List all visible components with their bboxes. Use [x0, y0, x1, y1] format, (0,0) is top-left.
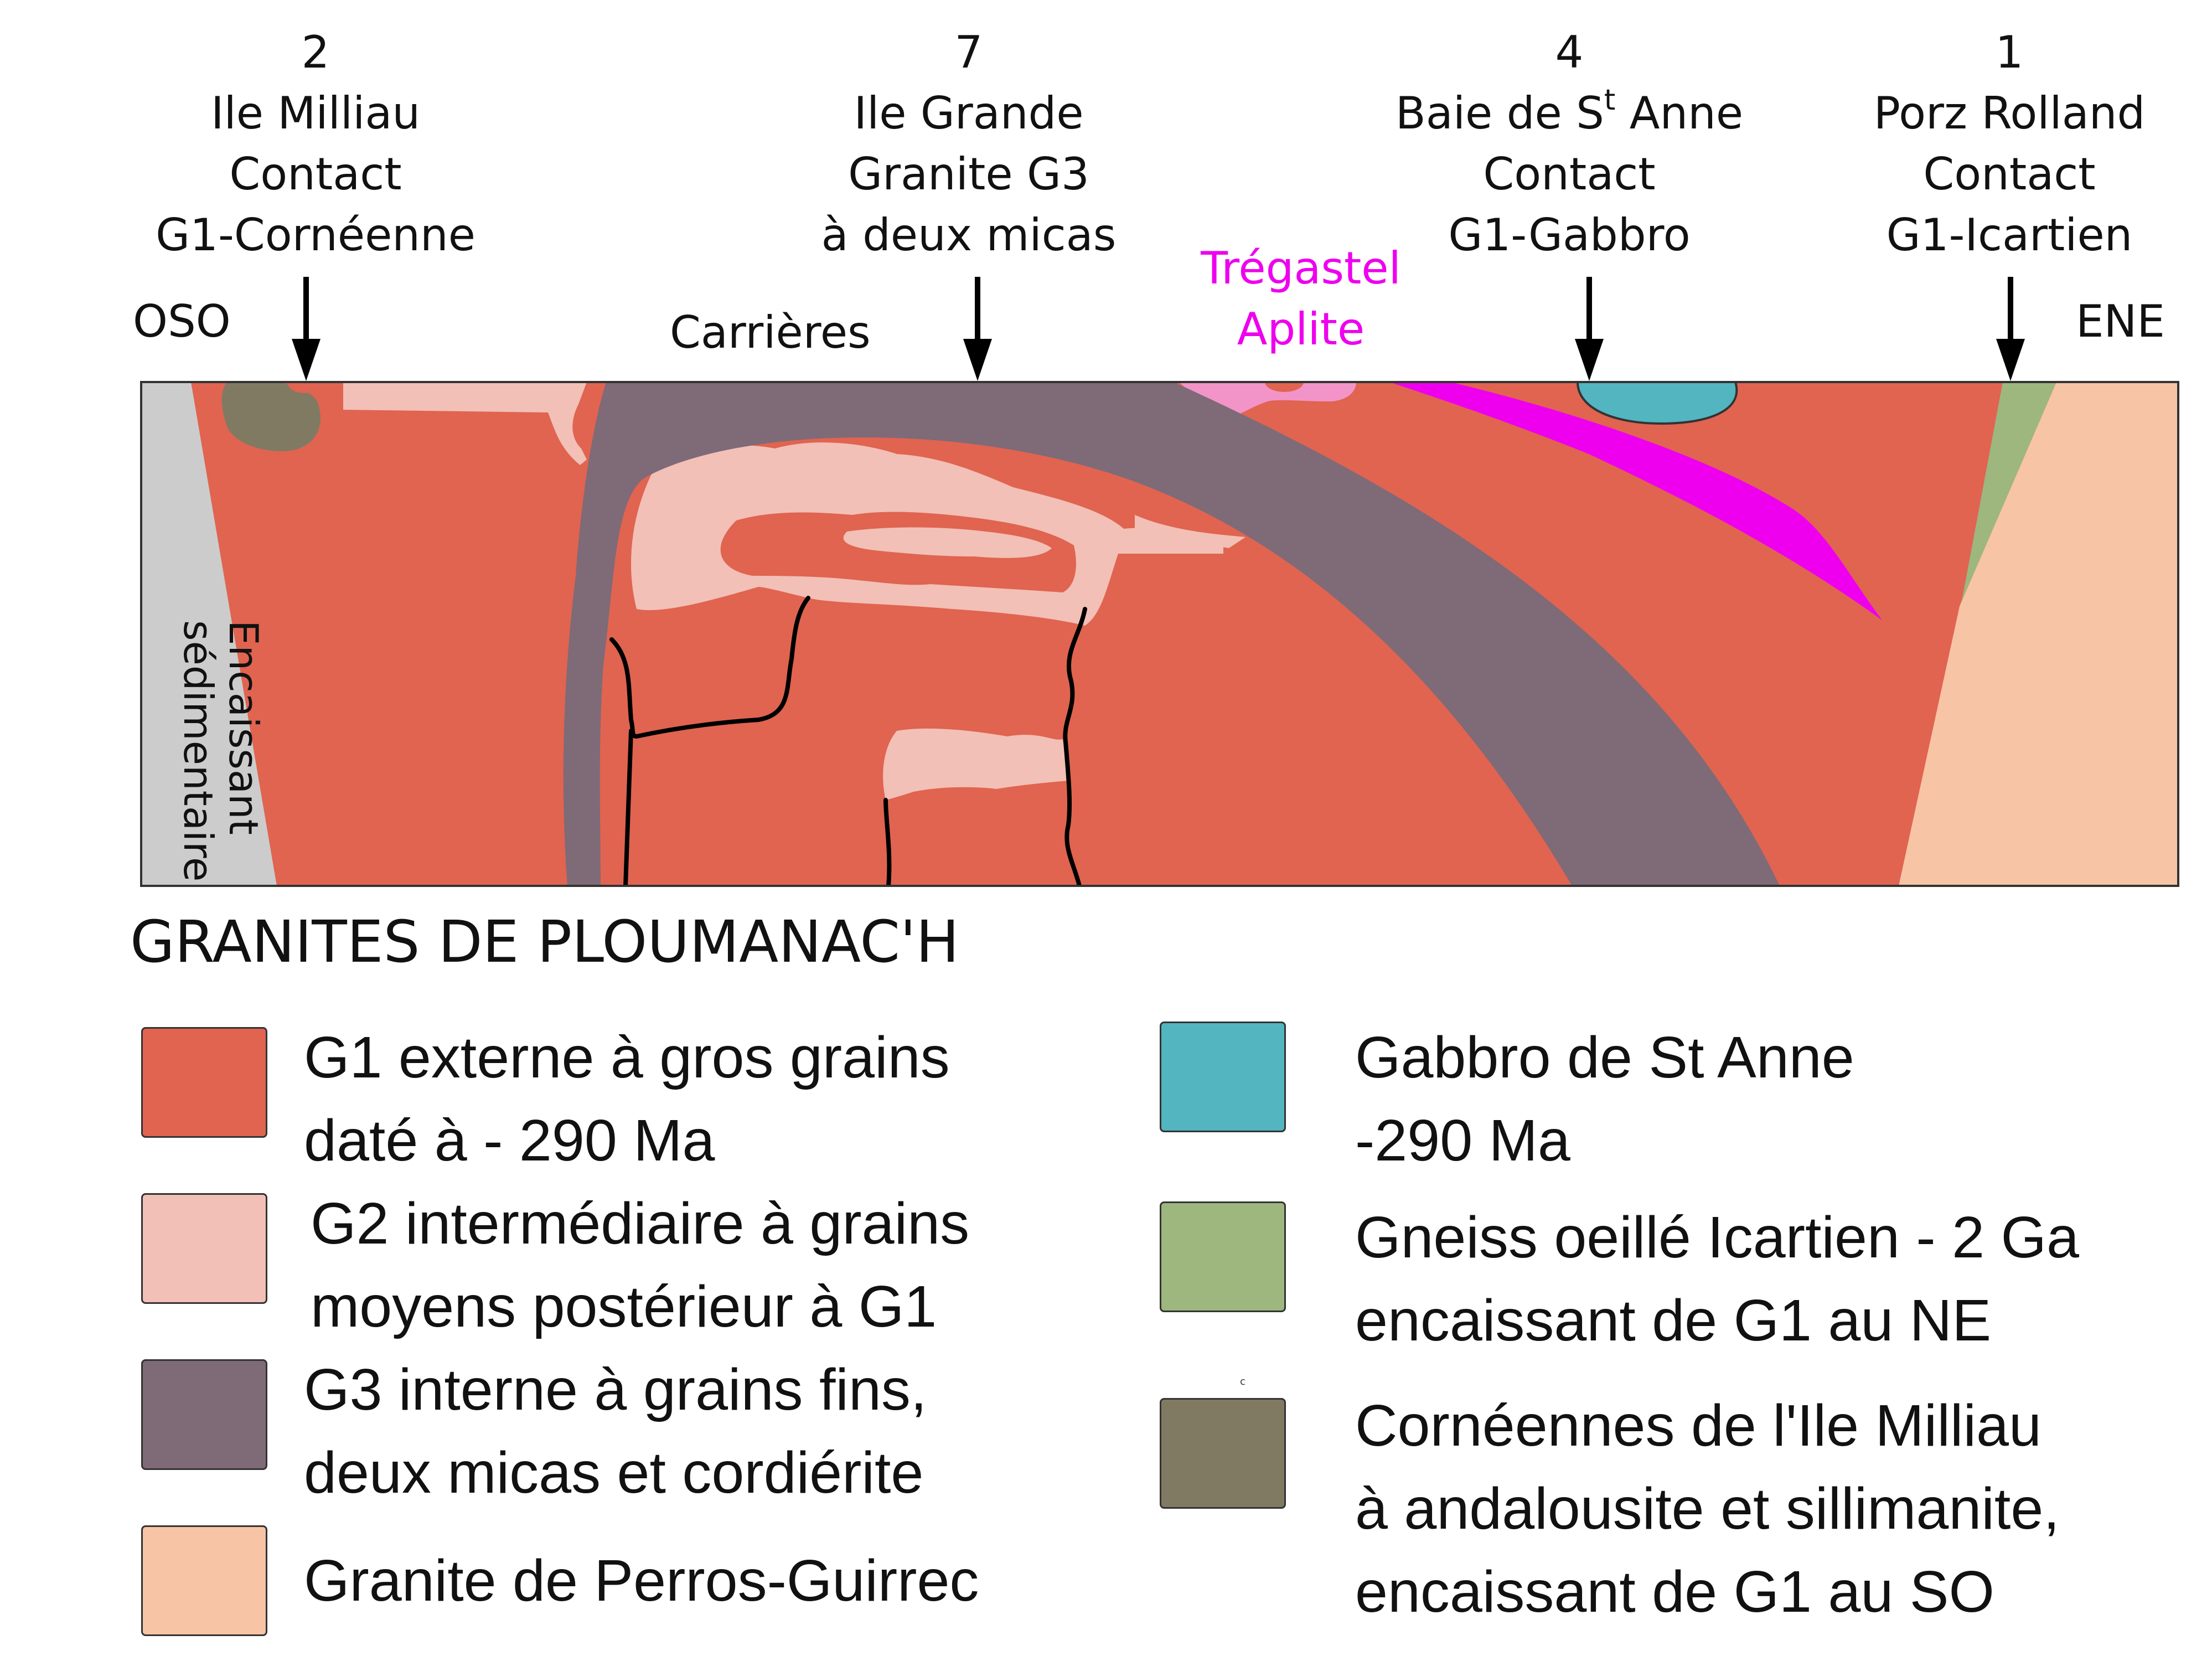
legend-swatch-gabbro: [1160, 1022, 1286, 1132]
encaissant-line1: Encaissant: [220, 620, 267, 835]
locality-1-name: Porz Rolland: [1874, 87, 2146, 139]
locality-4-type: Contact: [1483, 148, 1655, 200]
carrieres-label: Carrières: [670, 307, 871, 358]
icartien-gneiss: [1960, 382, 2056, 606]
g2-edge-sliver: [1135, 515, 1245, 548]
legend-text-perros: Granite de Perros-Guirrec: [304, 1539, 979, 1622]
legend-gabbro-line2: -290 Ma: [1355, 1108, 1570, 1173]
g2-top-strip: [343, 382, 587, 465]
legend-perros-line1: Granite de Perros-Guirrec: [304, 1548, 979, 1613]
legend-item-gabbro: Gabbro de St Anne -290 Ma: [1160, 1022, 1854, 1182]
legend-title: GRANITES DE PLOUMANAC'H: [130, 908, 959, 976]
legend-item-corneenne: Cornéennes de l'Ile Milliau à andalousit…: [1160, 1393, 2060, 1633]
corneenne-milliau: [221, 382, 321, 451]
aplite-label: Aplite: [1237, 303, 1365, 355]
legend-text-corneenne: Cornéennes de l'Ile Milliau à andalousit…: [1355, 1384, 2060, 1633]
locality-2-label: 2 Ile Milliau Contact G1-Cornéenne: [156, 27, 476, 261]
locality-4-label: 4 Baie de St Anne Contact G1-Gabbro: [1396, 27, 1743, 261]
legend-swatch-g1: [141, 1027, 267, 1138]
legend-g3-line1: G3 interne à grains fins,: [304, 1357, 927, 1422]
legend-swatch-corneenne: [1160, 1398, 1286, 1509]
legend-g2-line1: G2 intermédiaire à grains: [311, 1191, 970, 1256]
legend-item-g2: G2 intermédiaire à grains moyens postéri…: [141, 1191, 969, 1348]
locality-2-name: Ile Milliau: [211, 87, 420, 139]
locality-7-type: Granite G3: [848, 148, 1089, 200]
locality-1-number: 1: [1996, 27, 2024, 78]
locality-4-detail: G1-Gabbro: [1448, 209, 1690, 261]
legend-text-g3: G3 interne à grains fins, deux micas et …: [304, 1348, 927, 1514]
legend-g1-line2: daté à - 290 Ma: [304, 1108, 715, 1173]
section-border: [140, 381, 2179, 887]
locality-1-detail: G1-Icartien: [1887, 209, 2133, 261]
legend-text-gneiss: Gneiss oeillé Icartien - 2 Ga encaissant…: [1355, 1196, 2079, 1362]
locality-7-number: 7: [955, 27, 983, 78]
g2-lower-lens: [883, 728, 1068, 800]
g3-inner-granite: [563, 382, 1780, 886]
legend-corneenne-line1: Cornéennes de l'Ile Milliau: [1355, 1393, 2042, 1458]
locality-2-detail: G1-Cornéenne: [156, 209, 476, 261]
legend-text-g2: G2 intermédiaire à grains moyens postéri…: [311, 1182, 969, 1348]
gabbro-st-anne: [1576, 382, 1738, 425]
tregastel-inclusion: [1265, 382, 1304, 392]
legend-swatch-g2: [141, 1193, 267, 1304]
locality-1-type: Contact: [1923, 148, 2095, 200]
legend-item-g1: G1 externe à gros grains daté à - 290 Ma: [141, 1025, 950, 1182]
perros-guirrec-granite: [1899, 382, 2178, 886]
legend-g1-line1: G1 externe à gros grains: [304, 1025, 950, 1090]
arrow-locality-7: [963, 277, 992, 381]
legend-gneiss-line1: Gneiss oeillé Icartien - 2 Ga: [1355, 1205, 2079, 1270]
arrow-locality-4: [1575, 277, 1604, 381]
legend-item-perros: Granite de Perros-Guirrec: [141, 1525, 979, 1636]
west-orientation-label: OSO: [133, 296, 231, 347]
g2-inner-lens: [843, 527, 1052, 558]
locality-7-detail: à deux micas: [821, 209, 1117, 261]
corneenne-inclusion: [288, 382, 321, 393]
legend-item-gneiss: Gneiss oeillé Icartien - 2 Ga encaissant…: [1160, 1201, 2079, 1362]
locality-4-number: 4: [1555, 27, 1584, 78]
arrow-locality-2: [292, 277, 321, 381]
encaissant-line2: sédimentaire: [175, 620, 221, 881]
legend-swatch-g3: [141, 1359, 267, 1470]
encaissant-label: Encaissant sédimentaire: [175, 620, 267, 881]
legend-text-g1: G1 externe à gros grains daté à - 290 Ma: [304, 1016, 950, 1182]
fracture-left: [609, 596, 810, 739]
fracture-center: [883, 798, 892, 886]
tregastel-label: Trégastel: [1200, 243, 1401, 294]
locality-7-name: Ile Grande: [854, 87, 1083, 139]
locality-2-number: 2: [302, 27, 330, 78]
legend-corneenne-line2: à andalousite et sillimanite,: [1355, 1476, 2060, 1541]
legend-swatch-gneiss: [1160, 1201, 1286, 1312]
legend-gneiss-line2: encaissant de G1 au NE: [1355, 1288, 1992, 1353]
sedimentary-host-rock: [141, 382, 277, 886]
fracture-left-vertical: [623, 729, 633, 886]
legend-gabbro-line1: Gabbro de St Anne: [1355, 1025, 1854, 1090]
locality-4-name: Baie de St Anne: [1396, 84, 1743, 139]
east-orientation-label: ENE: [2076, 296, 2165, 347]
legend-swatch-perros: [141, 1525, 267, 1636]
fracture-lines: [609, 596, 1087, 886]
locality-arrows: [292, 277, 2025, 381]
locality-7-label: 7 Ile Grande Granite G3 à deux micas: [821, 27, 1117, 261]
locality-2-type: Contact: [229, 148, 401, 200]
locality-1-label: 1 Porz Rolland Contact G1-Icartien: [1874, 27, 2146, 261]
legend-small-mark: c: [1240, 1376, 1245, 1387]
arrow-locality-1: [1996, 277, 2025, 381]
legend-g2-line2: moyens postérieur à G1: [311, 1274, 937, 1339]
legend-item-g3: G3 interne à grains fins, deux micas et …: [141, 1357, 927, 1514]
legend-text-gabbro: Gabbro de St Anne -290 Ma: [1355, 1016, 1854, 1182]
fracture-right: [1063, 607, 1087, 886]
legend-g3-line2: deux micas et cordiérite: [304, 1440, 924, 1505]
section-body: [141, 382, 2178, 886]
legend-corneenne-line3: encaissant de G1 au SO: [1355, 1559, 1994, 1624]
